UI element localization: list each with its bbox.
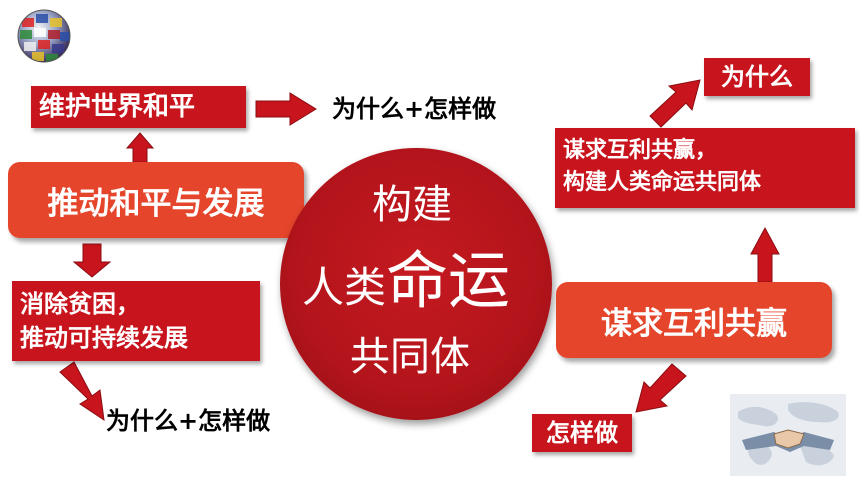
center-line3: 共同体: [350, 334, 470, 380]
arrow-diagonal-top-right: [649, 79, 701, 128]
center-line2-small: 人类: [302, 263, 387, 312]
center-line2: 人类命运: [302, 230, 510, 320]
box-mutual-benefit-detail-line1: 谋求互利共赢，: [563, 138, 718, 163]
box-maintain-world-peace: 维护世界和平: [31, 86, 246, 128]
center-circle: 构建 人类命运 共同体: [280, 148, 552, 420]
arrow-up-right: [750, 226, 780, 283]
box-promote-peace-development: 推动和平与发展: [8, 162, 304, 238]
arrow-diagonal-bottom-left: [59, 361, 105, 422]
handshake-map-icon: [730, 394, 846, 476]
box-mutual-benefit-main-label: 谋求互利共赢: [601, 305, 787, 342]
box-mutual-benefit-detail: 谋求互利共赢， 构建人类命运共同体: [555, 128, 855, 208]
arrow-diagonal-bottom-right: [635, 363, 687, 413]
box-eliminate-poverty-line2: 推动可持续发展: [20, 324, 188, 352]
question-why-how-bottom: 为什么+怎样做: [106, 407, 271, 435]
box-why-label: 为什么: [721, 63, 793, 91]
arrow-right-top: [255, 92, 317, 126]
box-mutual-benefit-detail-line2: 构建人类命运共同体: [563, 170, 762, 195]
box-eliminate-poverty: 消除贫困， 推动可持续发展: [12, 281, 260, 361]
arrow-up-left: [125, 132, 155, 163]
center-line2-big: 命运: [386, 244, 511, 317]
center-line1: 构建: [372, 182, 452, 228]
box-why: 为什么: [704, 58, 810, 96]
box-promote-peace-development-label: 推动和平与发展: [47, 185, 265, 222]
box-maintain-world-peace-label: 维护世界和平: [39, 92, 196, 122]
arrow-down-left: [72, 243, 112, 278]
question-why-how-top: 为什么+怎样做: [332, 95, 497, 123]
box-eliminate-poverty-line1: 消除贫困，: [20, 290, 140, 318]
box-how: 怎样做: [532, 414, 632, 452]
box-how-label: 怎样做: [546, 419, 618, 447]
box-mutual-benefit-main: 谋求互利共赢: [556, 282, 832, 358]
globe-flags-icon: [16, 8, 72, 64]
